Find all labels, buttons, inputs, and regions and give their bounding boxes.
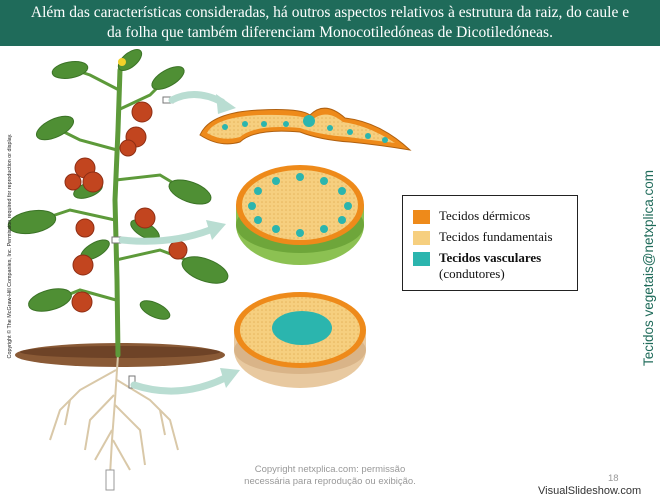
page-number: 18 [608,473,619,484]
legend-label-ground: Tecidos fundamentais [439,229,553,244]
legend-label-dermal: Tecidos dérmicos [439,208,531,223]
side-copyright: Copyright © The McGraw-Hill Companies, I… [7,133,13,359]
tomatoes [64,101,188,313]
side-brand: Tecidos vegetais@netxplica.com [641,169,656,367]
root-cross-section [234,292,366,388]
footer-copyright-line-2: necessária para reprodução ou exibição. [244,476,416,487]
footer-copyright: Copyright netxplica.com: permissão neces… [240,464,420,488]
footer-copyright-line-1: Copyright netxplica.com: permissão [254,464,406,475]
title-banner: Além das características consideradas, h… [0,0,660,46]
title-line-2: da folha que também diferenciam Monocoti… [107,24,553,41]
vascular-swatch [413,252,430,266]
tissue-legend: Tecidos dérmicos Tecidos fundamentais Te… [402,195,578,291]
stem [38,67,202,358]
dermal-swatch [413,210,430,224]
leaf-cross-section [199,107,412,151]
legend-sublabel-vascular: (condutores) [439,266,505,281]
root-tip-marker [105,469,115,491]
arrow-heads [206,94,240,388]
ground-swatch [413,231,430,245]
leaves [7,49,229,320]
watermark[interactable]: VisualSlideshow.com [538,485,642,497]
stem-cross-section [236,165,364,265]
flower [118,58,126,66]
legend-label-vascular: Tecidos vasculares [439,250,542,265]
roots [49,354,179,476]
title-line-1: Além das características consideradas, h… [30,4,630,21]
